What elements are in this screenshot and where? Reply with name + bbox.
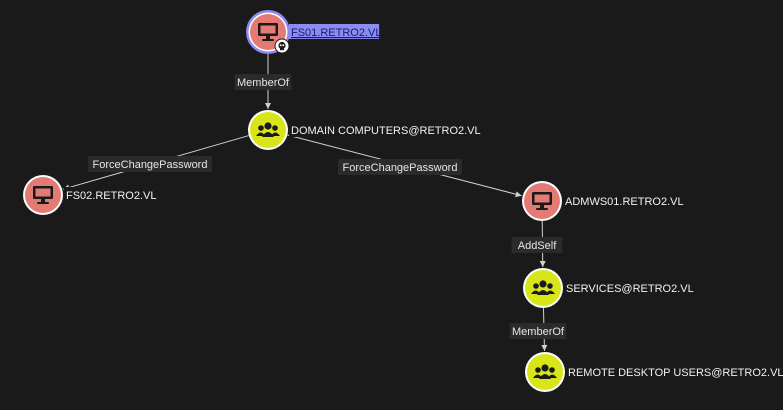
skull-badge-icon: [274, 38, 290, 54]
edge-label-background: [509, 323, 567, 339]
node-label: ADMWS01.RETRO2.VL: [565, 196, 684, 208]
users-group-icon: [533, 364, 557, 379]
node-rdu[interactable]: REMOTE DESKTOP USERS@RETRO2.VL: [525, 352, 783, 392]
node-label: REMOTE DESKTOP USERS@RETRO2.VL: [568, 367, 783, 379]
node-label-background: [289, 24, 380, 39]
computer-icon: [532, 192, 552, 210]
computer-icon: [258, 23, 278, 41]
edge-label: ForceChangePassword: [343, 162, 458, 174]
arrow-head-icon: [539, 260, 546, 268]
edge-label-background: [234, 74, 292, 90]
node-admws01[interactable]: ADMWS01.RETRO2.VL: [522, 181, 684, 221]
edge-label-background: [338, 159, 462, 175]
edge-services-rdu[interactable]: MemberOf: [509, 307, 567, 352]
node-label-background: [563, 193, 672, 208]
node-label: DOMAIN COMPUTERS@RETRO2.VL: [291, 125, 481, 137]
arrow-head-icon: [265, 103, 271, 109]
node-label-background: [64, 187, 155, 202]
edge-domain_computers-fs02[interactable]: ForceChangePassword: [63, 135, 249, 191]
node-label: FS01.RETRO2.VL: [291, 27, 381, 39]
node-label: FS02.RETRO2.VL: [66, 190, 156, 202]
edge-label: AddSelf: [518, 240, 557, 252]
users-group-icon: [256, 122, 280, 137]
edge-label-background: [511, 237, 563, 253]
node-label: SERVICES@RETRO2.VL: [566, 283, 694, 295]
users-group-icon: [531, 280, 555, 295]
edge-domain_computers-admws01[interactable]: ForceChangePassword: [287, 134, 522, 198]
edge-fs01-domain_computers[interactable]: MemberOf: [234, 52, 292, 109]
node-fs02[interactable]: FS02.RETRO2.VL: [23, 175, 156, 215]
edge-label: MemberOf: [237, 77, 290, 89]
arrow-head-icon: [541, 344, 548, 352]
node-services[interactable]: SERVICES@RETRO2.VL: [523, 268, 694, 308]
node-label-background: [289, 122, 453, 137]
group-node-circle[interactable]: [525, 270, 561, 306]
nodes-layer: FS01.RETRO2.VL DOMAIN COMPUTERS@RETRO2.VL…: [23, 10, 783, 392]
node-fs01[interactable]: FS01.RETRO2.VL: [246, 10, 381, 54]
computer-icon: [33, 186, 53, 204]
arrow-head-icon: [515, 191, 522, 198]
group-node-circle[interactable]: [527, 354, 563, 390]
node-label-background: [564, 280, 679, 295]
edge-label: MemberOf: [512, 326, 565, 338]
node-label-background: [566, 364, 755, 379]
edge-label: ForceChangePassword: [93, 159, 208, 171]
edge-admws01-services[interactable]: AddSelf: [511, 220, 563, 268]
node-domain_computers[interactable]: DOMAIN COMPUTERS@RETRO2.VL: [248, 110, 481, 150]
group-node-circle[interactable]: [250, 112, 286, 148]
edge-label-background: [88, 156, 212, 172]
